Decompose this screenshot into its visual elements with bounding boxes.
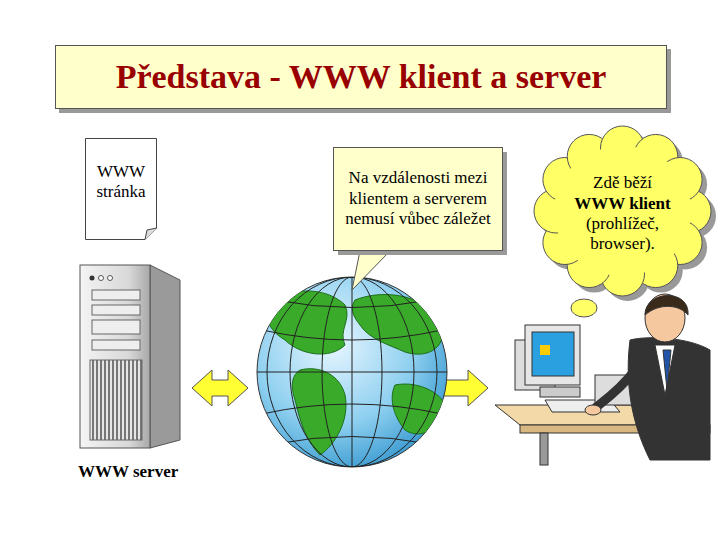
node-text: WWW klient [556,194,689,214]
node-text: Zdě běží [556,173,689,193]
node-text: Na vzdálenosti mezi klientem a serverem … [343,168,493,229]
server-tower [80,265,180,448]
title-box: Představa - WWW klient a server [55,45,667,109]
node-text: WWW stránka [89,162,153,203]
globe [257,277,447,467]
node-text: (prohlížeč, browser). [556,214,689,255]
thought-cloud: Zdě běžíWWW klient(prohlížeč, browser). [540,132,705,290]
computer-user [495,294,710,465]
web-page-document: WWW stránka [85,138,157,240]
title-text: Představa - WWW klient a server [116,58,607,96]
speech-tail [352,251,390,290]
server-label: WWW server [78,462,178,482]
speech-bubble: Na vzdálenosti mezi klientem a serverem … [333,147,503,251]
